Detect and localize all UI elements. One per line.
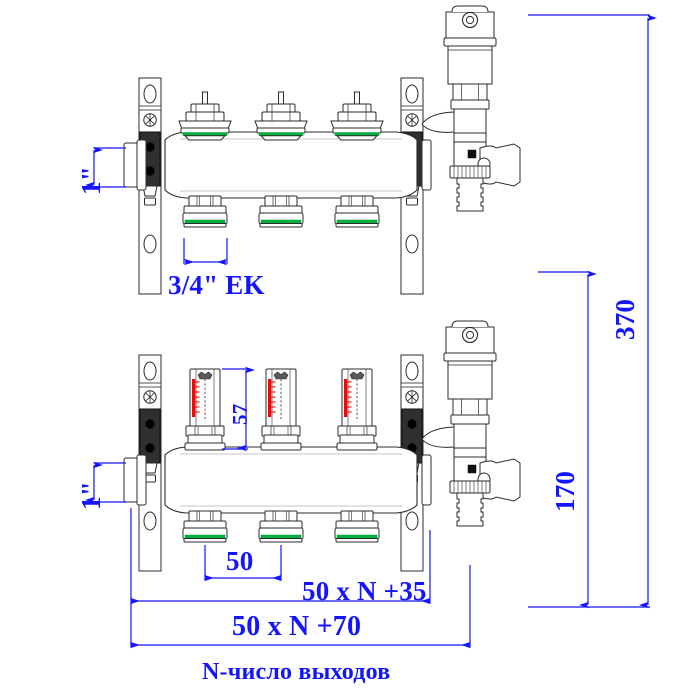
upper-manifold-group bbox=[123, 5, 521, 295]
lower-outlet-1 bbox=[182, 510, 228, 543]
upper-outlet-3 bbox=[334, 195, 380, 228]
dim-label-outlet-thread: 3/4" EK bbox=[168, 270, 265, 300]
dim-label-inlet-top: 1" bbox=[76, 166, 106, 195]
dim-label-height-partial: 170 bbox=[550, 470, 580, 512]
dimension-lines bbox=[84, 14, 658, 649]
valve-insert-1 bbox=[178, 91, 232, 141]
dim-label-length-inner: 50 x N +35 bbox=[302, 576, 427, 606]
upper-manifold-bar bbox=[164, 131, 418, 199]
lower-outlet-3 bbox=[334, 510, 380, 543]
dim-label-inlet-bottom: 1" bbox=[76, 481, 106, 510]
flow-meter-1 bbox=[184, 368, 226, 451]
flow-meter-2 bbox=[260, 368, 302, 451]
end-group-bottom bbox=[421, 320, 521, 527]
lower-manifold-bar bbox=[164, 446, 418, 514]
valve-insert-2 bbox=[254, 91, 308, 141]
lower-right-endnut bbox=[421, 454, 432, 506]
dim-label-height-total: 370 bbox=[610, 298, 640, 340]
end-group-top bbox=[421, 5, 521, 212]
lower-manifold-group bbox=[123, 320, 521, 572]
note-n-definition: N-число выходов bbox=[202, 659, 391, 685]
valve-insert-3 bbox=[330, 91, 384, 141]
upper-outlet-1 bbox=[182, 195, 228, 228]
flow-meter-3 bbox=[336, 368, 378, 451]
dim-label-flowmeter-height: 57 bbox=[228, 403, 252, 425]
upper-right-endnut bbox=[421, 139, 432, 191]
upper-left-endnut bbox=[123, 139, 147, 191]
dim-label-length-outer: 50 x N +70 bbox=[232, 611, 362, 642]
lower-outlet-2 bbox=[258, 510, 304, 543]
lower-left-endnut bbox=[123, 454, 147, 506]
dim-label-outlet-pitch: 50 bbox=[226, 546, 254, 576]
upper-outlet-2 bbox=[258, 195, 304, 228]
